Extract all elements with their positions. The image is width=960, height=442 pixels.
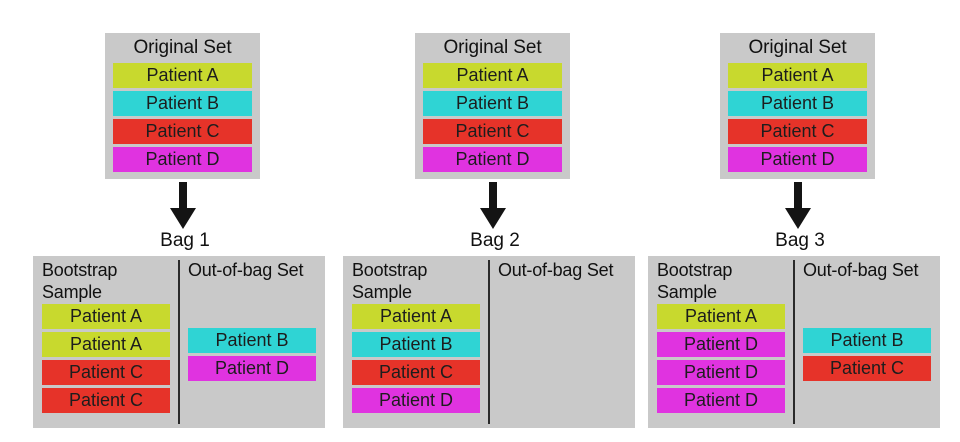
patient-row: Patient A (113, 63, 252, 88)
patient-row: Patient B (188, 328, 316, 353)
patient-row: Patient C (803, 356, 931, 381)
patient-row: Patient A (42, 304, 170, 329)
panel-divider (793, 260, 795, 424)
bag-label: Bag 2 (470, 230, 520, 251)
down-arrow-icon (168, 182, 198, 230)
original-set-panel: Original Set Patient A Patient B Patient… (105, 33, 260, 179)
out-of-bag-rows: Patient B Patient D (186, 304, 318, 381)
patient-row: Patient A (657, 304, 785, 329)
patient-row: Patient D (728, 147, 867, 172)
bootstrap-sample-title: Bootstrap Sample (657, 260, 733, 302)
patient-row: Patient C (42, 360, 170, 385)
panel-divider (488, 260, 490, 424)
patient-row: Patient D (657, 388, 785, 413)
out-of-bag-rows (496, 304, 628, 328)
bag-panel: Bootstrap Sample Patient A Patient A Pat… (33, 256, 325, 428)
patient-row: Patient A (728, 63, 867, 88)
bootstrap-sample-section: Bootstrap Sample Patient A Patient A Pat… (33, 256, 179, 428)
patient-row: Patient C (113, 119, 252, 144)
original-set-panel: Original Set Patient A Patient B Patient… (415, 33, 570, 179)
out-of-bag-title: Out-of-bag Set (498, 260, 614, 280)
bag-panel: Bootstrap Sample Patient A Patient D Pat… (648, 256, 940, 428)
patient-row: Patient C (728, 119, 867, 144)
bag-panel: Bootstrap Sample Patient A Patient B Pat… (343, 256, 635, 428)
bag-column: Original Set Patient A Patient B Patient… (0, 0, 330, 442)
original-set-rows: Patient A Patient B Patient C Patient D (720, 63, 875, 172)
original-set-title: Original Set (133, 37, 232, 58)
original-set-title: Original Set (748, 37, 847, 58)
out-of-bag-section: Out-of-bag Set (489, 256, 635, 428)
out-of-bag-section: Out-of-bag Set Patient B Patient C (794, 256, 940, 428)
patient-row: Patient D (352, 388, 480, 413)
bootstrap-sample-title: Bootstrap Sample (352, 260, 428, 302)
patient-row: Patient B (728, 91, 867, 116)
patient-row: Patient D (188, 356, 316, 381)
patient-row: Patient B (803, 328, 931, 353)
patient-row: Patient A (423, 63, 562, 88)
original-set-rows: Patient A Patient B Patient C Patient D (105, 63, 260, 172)
patient-row: Patient A (42, 332, 170, 357)
original-set-title: Original Set (443, 37, 542, 58)
out-of-bag-section: Out-of-bag Set Patient B Patient D (179, 256, 325, 428)
bag-label: Bag 1 (160, 230, 210, 251)
bag-label: Bag 3 (775, 230, 825, 251)
patient-row: Patient C (423, 119, 562, 144)
bootstrap-sample-title: Bootstrap Sample (42, 260, 118, 302)
patient-row: Patient A (352, 304, 480, 329)
patient-row: Patient D (657, 332, 785, 357)
patient-row: Patient D (113, 147, 252, 172)
out-of-bag-rows: Patient B Patient C (801, 304, 933, 381)
patient-row: Patient B (352, 332, 480, 357)
patient-row: Patient C (42, 388, 170, 413)
original-set-panel: Original Set Patient A Patient B Patient… (720, 33, 875, 179)
panel-divider (178, 260, 180, 424)
patient-row: Patient C (352, 360, 480, 385)
patient-row: Patient B (423, 91, 562, 116)
out-of-bag-title: Out-of-bag Set (188, 260, 304, 280)
down-arrow-icon (478, 182, 508, 230)
patient-row: Patient B (113, 91, 252, 116)
bootstrap-sample-section: Bootstrap Sample Patient A Patient D Pat… (648, 256, 794, 428)
original-set-rows: Patient A Patient B Patient C Patient D (415, 63, 570, 172)
down-arrow-icon (783, 182, 813, 230)
bootstrap-sample-rows: Patient A Patient A Patient C Patient C (40, 304, 172, 413)
out-of-bag-title: Out-of-bag Set (803, 260, 919, 280)
patient-row: Patient D (423, 147, 562, 172)
bag-column: Original Set Patient A Patient B Patient… (310, 0, 640, 442)
bootstrap-sample-rows: Patient A Patient D Patient D Patient D (655, 304, 787, 413)
bag-column: Original Set Patient A Patient B Patient… (620, 0, 960, 442)
patient-row: Patient D (657, 360, 785, 385)
bootstrap-sample-rows: Patient A Patient B Patient C Patient D (350, 304, 482, 413)
bootstrap-sample-section: Bootstrap Sample Patient A Patient B Pat… (343, 256, 489, 428)
